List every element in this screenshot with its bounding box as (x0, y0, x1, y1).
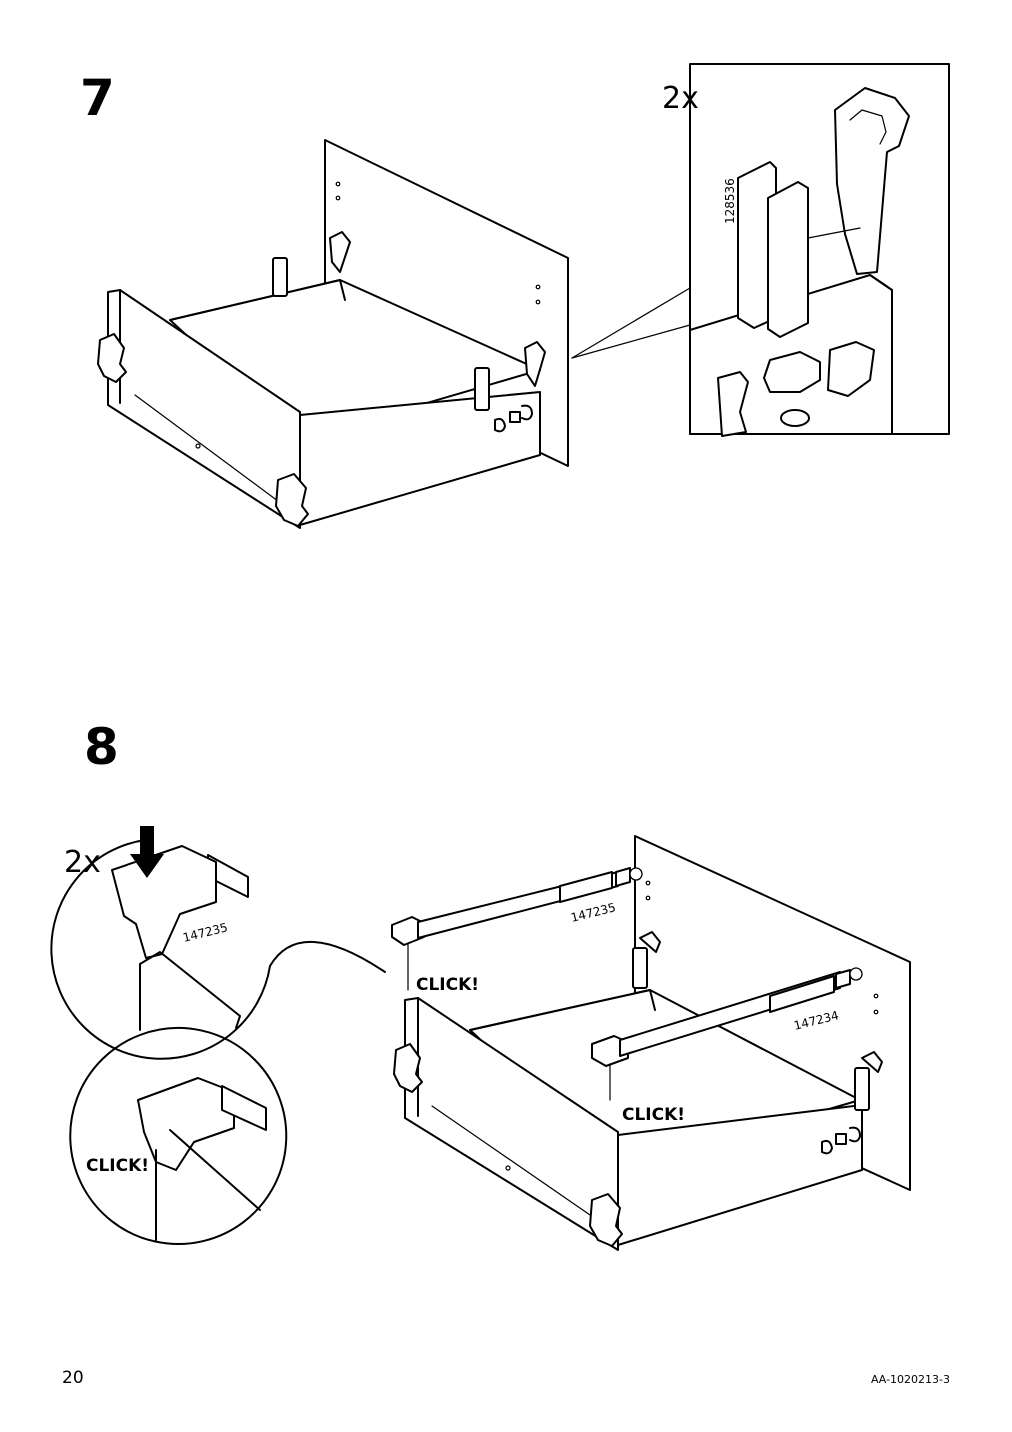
part-number-147235: 147235 (569, 900, 617, 925)
step8-detail-bottom: CLICK! (69, 1027, 288, 1245)
part-number-147235-detail: 147235 (181, 920, 229, 945)
step-number-7: 7 (80, 69, 115, 127)
step7-illustration (97, 139, 691, 529)
click-label-detail: CLICK! (86, 1156, 149, 1176)
step8-illustration: 147235 147234 CLICK! CLICK! (391, 835, 911, 1251)
step-number-8: 8 (84, 718, 119, 776)
step7-detail: 128536 (689, 63, 950, 437)
click-label-center: CLICK! (622, 1105, 685, 1125)
step8-detail-top: 147235 (50, 826, 386, 1060)
step7-quantity: 2x (662, 81, 699, 116)
page-number: 20 (62, 1368, 84, 1388)
part-number-128536: 128536 (723, 178, 737, 224)
click-label-left: CLICK! (416, 975, 479, 995)
document-code: AA-1020213-3 (870, 1373, 950, 1386)
